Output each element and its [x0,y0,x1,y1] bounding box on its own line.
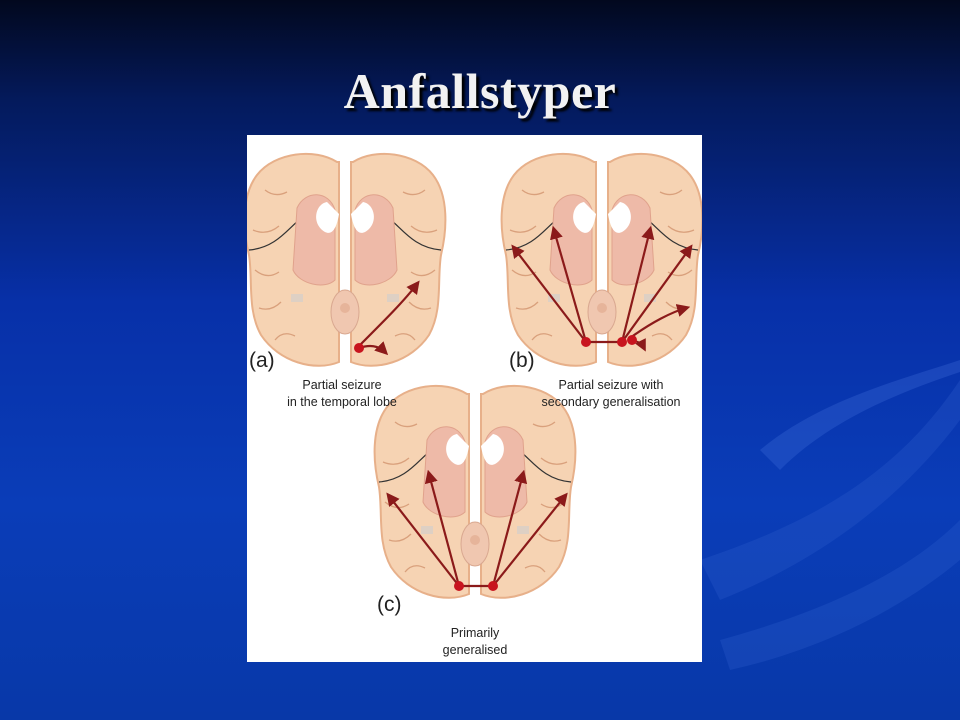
panel-c-focus-1 [454,581,464,591]
panel-a-focus [354,343,364,353]
panel-b-focus-1 [581,337,591,347]
panel-c-brain [373,384,577,599]
panel-b-brain [500,152,702,367]
brain-diagram: (a) Partial seizure in the temporal lobe… [247,152,702,657]
panel-b-focus-2 [617,337,627,347]
panel-a-letter: (a) [249,349,275,372]
panel-c-caption-line1: Primarily [451,626,500,640]
panel-b-letter: (b) [509,349,535,372]
panel-a-brain [247,152,447,367]
panel-c-focus-2 [488,581,498,591]
panel-b-caption-line2: secondary generalisation [542,395,681,409]
seizure-types-figure: (a) Partial seizure in the temporal lobe… [247,135,702,662]
panel-b-focus-3 [627,335,637,345]
panel-b-caption-line1: Partial seizure with [559,378,664,392]
panel-a-caption-line2: in the temporal lobe [287,395,397,409]
panel-a-caption-line1: Partial seizure [302,378,381,392]
slide-title: Anfallstyper [343,63,617,119]
panel-c-letter: (c) [377,593,402,616]
panel-c-caption-line2: generalised [443,643,508,657]
panel-a-arrow-up [358,280,420,347]
